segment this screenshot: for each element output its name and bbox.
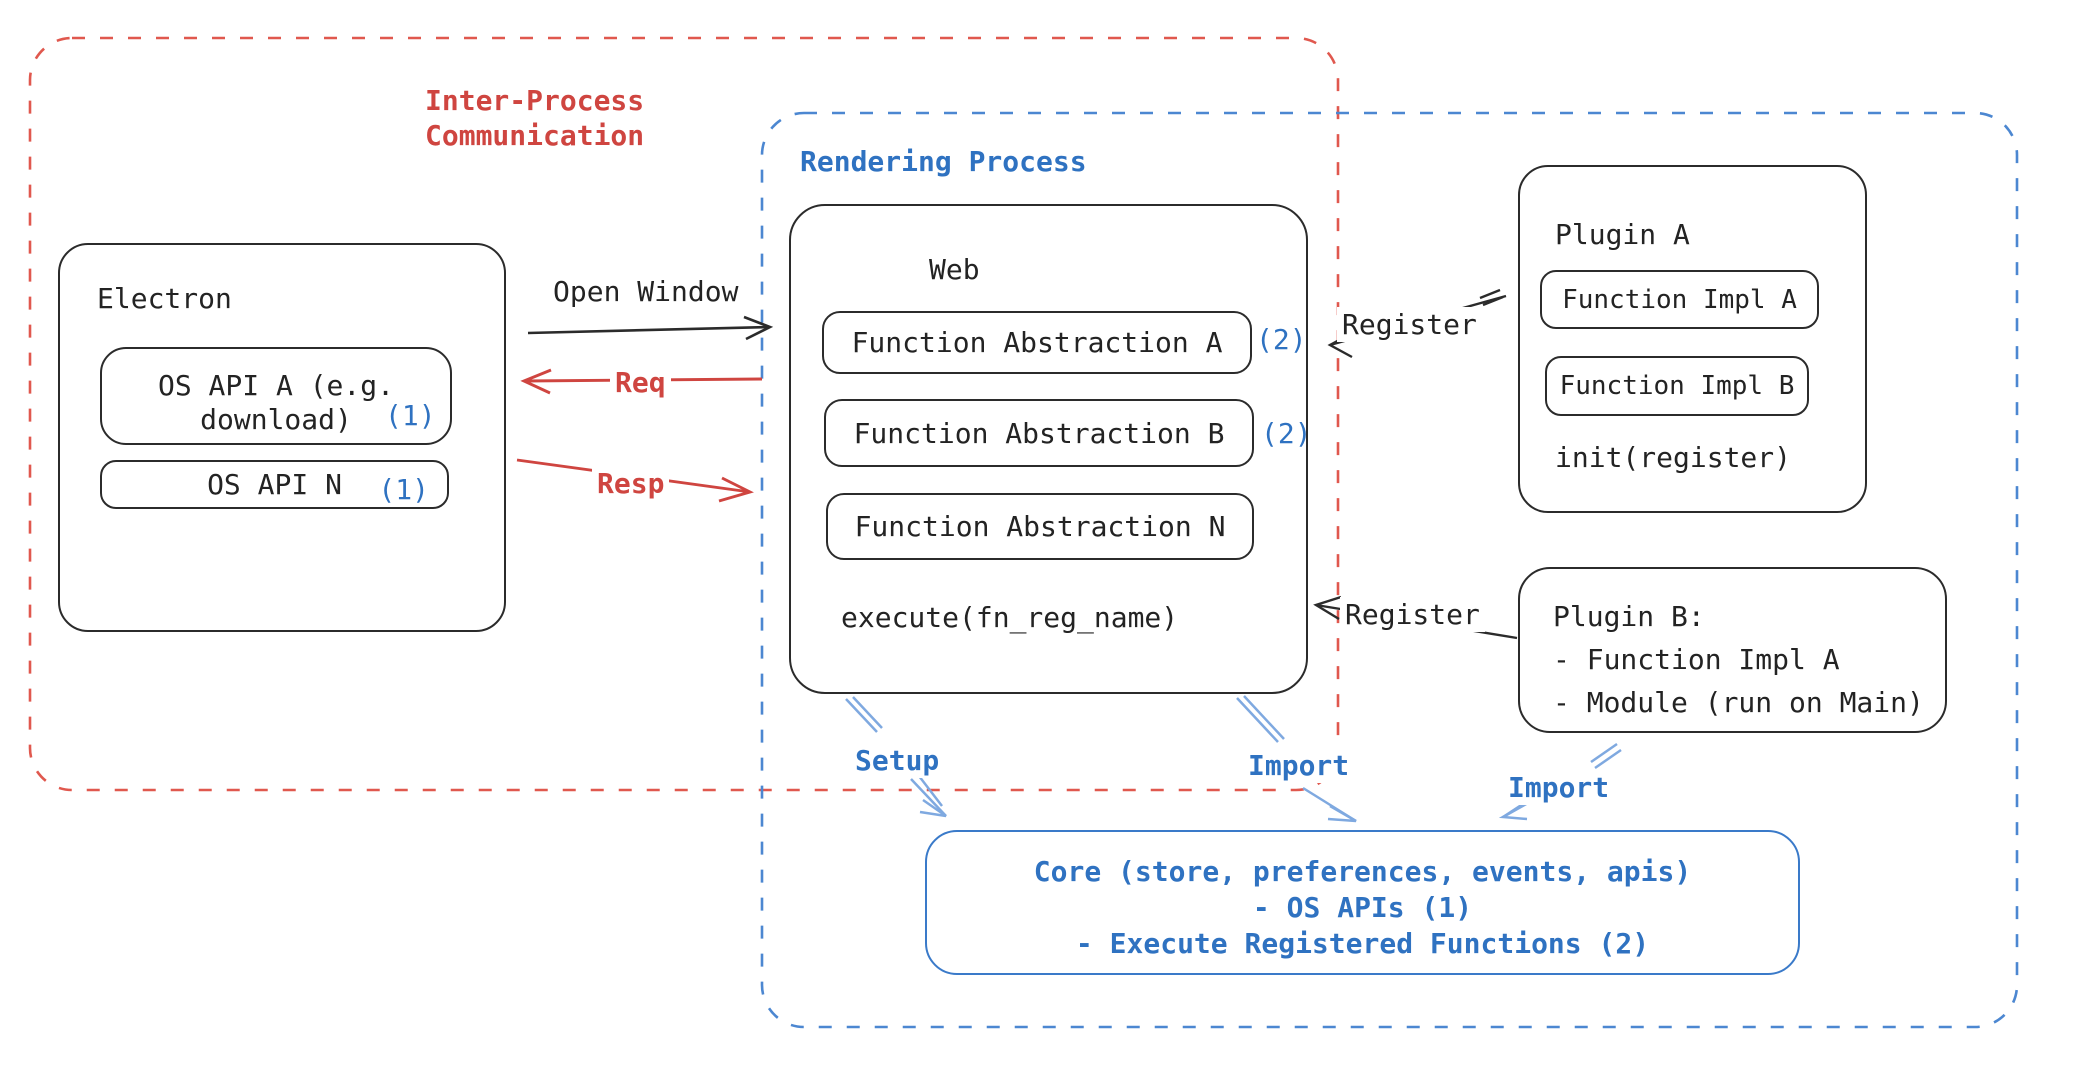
import-web-arrow [1236,695,1357,823]
os-api-n-node: OS API N (1) [100,460,449,509]
resp-label: Resp [592,466,670,501]
ipc-region-label: Inter-Process Communication [425,84,645,152]
os-api-n-label: OS API N [207,468,342,501]
plugin-a-title: Plugin A [1555,218,1690,251]
setup-label: Setup [850,743,945,778]
function-abstraction-b-label: Function Abstraction B [853,416,1225,450]
os-api-n-badge: (1) [378,473,429,506]
core-execute-line: - Execute Registered Functions (2) [1075,927,1650,960]
open-window-arrow [527,315,774,341]
plugin-b-node: Plugin B: - Function Impl A - Module (ru… [1518,567,1947,733]
import-web-label: Import [1243,748,1355,783]
req-label: Req [610,365,671,400]
function-impl-a-node: Function Impl A [1540,270,1819,329]
function-abstraction-b-badge: (2) [1261,417,1312,450]
os-api-a-label-line2: download) [200,403,352,436]
web-node: Web Function Abstraction A (2) Function … [789,204,1312,694]
plugin-b-item-impl-a: - Function Impl A [1553,643,1840,676]
electron-node: Electron OS API A (e.g. download) (1) OS… [58,243,506,632]
function-abstraction-n-label: Function Abstraction N [854,510,1226,543]
import-plugin-label: Import [1503,770,1615,805]
plugin-b-item-module: - Module (run on Main) [1553,686,1924,719]
core-title-line: Core (store, preferences, events, apis) [1033,855,1692,888]
rendering-region-border [760,111,2019,1029]
plugin-a-init-label: init(register) [1555,441,1792,474]
register-top-label: Register [1337,307,1482,342]
plugin-b-title: Plugin B: [1553,600,1705,633]
os-api-a-label-line1: OS API A (e.g. [157,369,394,402]
web-title: Web [929,253,980,286]
function-impl-b-label: Function Impl B [1559,371,1795,401]
register-bottom-label: Register [1340,597,1485,632]
ipc-region-border [28,36,1340,792]
function-abstraction-b-node: Function Abstraction B [824,399,1254,467]
os-api-a-node: OS API A (e.g. download) (1) [100,347,452,445]
core-os-apis-line: - OS APIs (1) [1252,891,1473,924]
execute-label: execute(fn_reg_name) [841,601,1179,634]
function-abstraction-a-node: Function Abstraction A [822,311,1252,374]
open-window-label: Open Window [553,275,739,308]
function-abstraction-n-node: Function Abstraction N [826,493,1254,560]
os-api-a-badge: (1) [385,399,436,432]
function-abstraction-a-label: Function Abstraction A [851,326,1223,359]
function-impl-a-label: Function Impl A [1562,284,1797,315]
setup-arrow [845,696,947,818]
rendering-region-label: Rendering Process [800,145,1087,178]
function-impl-b-node: Function Impl B [1545,356,1809,416]
plugin-a-node: Plugin A Function Impl A Function Impl B… [1518,165,1867,513]
core-node: Core (store, preferences, events, apis) … [925,830,1800,975]
electron-title: Electron [97,282,232,315]
function-abstraction-a-badge: (2) [1256,323,1307,356]
